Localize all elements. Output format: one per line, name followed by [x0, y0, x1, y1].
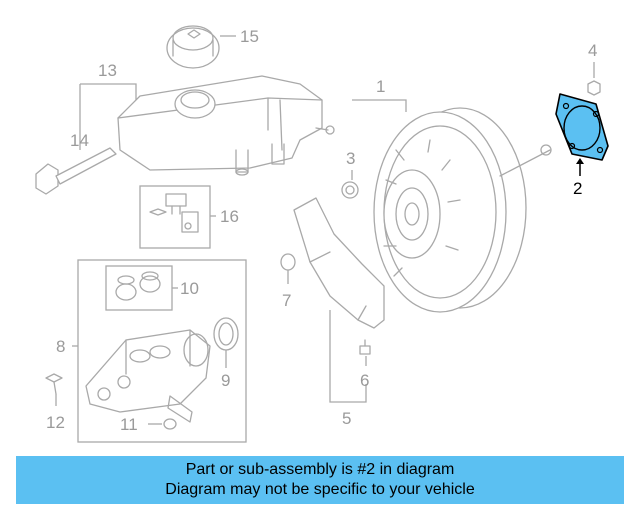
heat-shield-part[interactable]: [293, 197, 385, 329]
callout-6: 6: [360, 371, 369, 390]
callout-9: 9: [221, 371, 230, 390]
part-8-group-box: [77, 259, 247, 443]
callout-14: 14: [70, 131, 89, 150]
o-ring-part[interactable]: [213, 317, 239, 351]
banner-line-2: Diagram may not be specific to your vehi…: [165, 481, 475, 498]
callout-3: 3: [346, 149, 355, 168]
part-16-group-box: [139, 185, 211, 249]
gasket-part-highlighted[interactable]: [555, 93, 609, 161]
clip-part[interactable]: [280, 253, 296, 271]
reservoir-cap-part[interactable]: [166, 25, 220, 69]
level-sensor-part[interactable]: [35, 147, 117, 195]
banner-line-1: Part or sub-assembly is #2 in diagram: [185, 461, 455, 478]
callout-15: 15: [240, 27, 259, 46]
callout-11: 11: [120, 415, 138, 434]
reservoir-seal-part[interactable]: [115, 271, 161, 301]
callout-5: 5: [342, 409, 351, 428]
callout-12: 12: [46, 413, 65, 432]
callout-13: 13: [98, 61, 117, 80]
nut-4-part[interactable]: [587, 80, 601, 96]
leader-2-arrowhead: [576, 158, 584, 164]
nut-part[interactable]: [163, 418, 177, 430]
callout-2: 2: [573, 179, 582, 198]
leader-13: [79, 83, 137, 150]
callout-7: 7: [282, 291, 291, 310]
callout-1: 1: [376, 77, 385, 96]
callout-8: 8: [56, 337, 65, 356]
callout-10: 10: [180, 279, 199, 298]
grommet-part[interactable]: [341, 181, 359, 199]
stud-part[interactable]: [359, 339, 371, 355]
callout-4: 4: [588, 41, 597, 60]
bolt-part[interactable]: [45, 373, 63, 395]
brake-booster-part[interactable]: [373, 107, 552, 313]
parts-diagram: 15 13 14 16 8 10: [35, 25, 609, 443]
pressure-sensor-part[interactable]: [149, 193, 199, 233]
part-10-group-box: [105, 265, 173, 311]
info-banner: Part or sub-assembly is #2 in diagram Di…: [16, 456, 624, 504]
leader-1: [352, 99, 407, 112]
master-cylinder-part[interactable]: [85, 329, 211, 423]
callout-16: 16: [220, 207, 239, 226]
leader-5: [329, 310, 367, 403]
brake-fluid-reservoir-part[interactable]: [117, 75, 335, 176]
